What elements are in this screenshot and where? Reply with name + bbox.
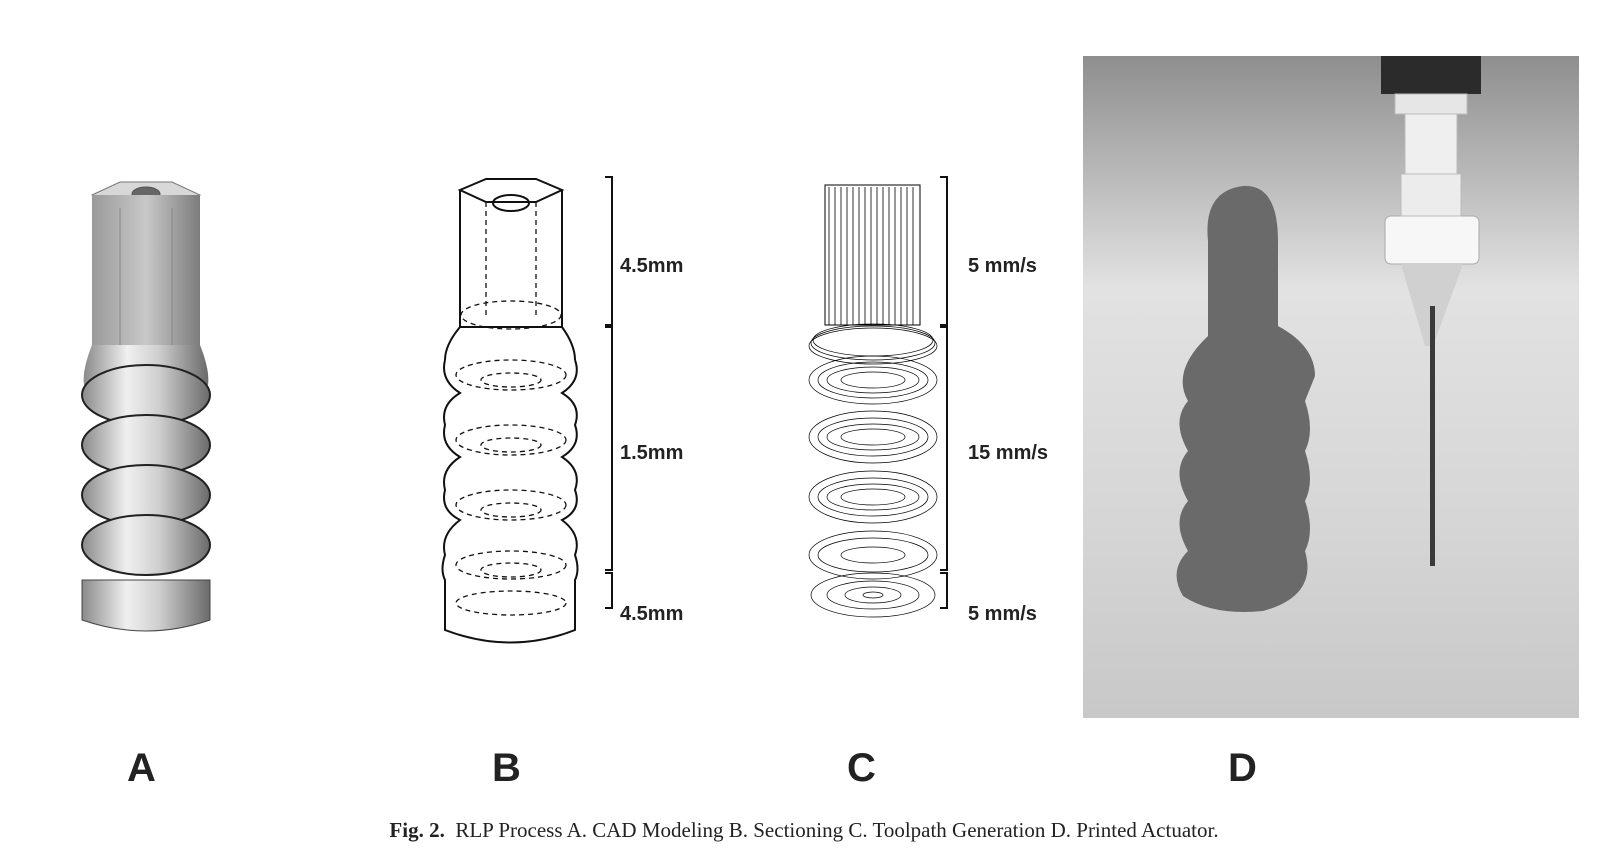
speed-top-c: 5 mm/s (968, 255, 1037, 277)
panel-label-a: A (127, 746, 156, 790)
sectioning-illustration (441, 176, 613, 644)
dimension-middle-b: 1.5mm (620, 442, 684, 464)
printed-actuator-photo (1083, 56, 1579, 718)
panel-label-d: D (1228, 746, 1257, 790)
caption-text: RLP Process A. CAD Modeling B. Sectionin… (455, 818, 1219, 842)
panel-label-b: B (492, 746, 521, 790)
cad-model-illustration (81, 181, 211, 632)
toolpath-illustration (808, 176, 948, 618)
caption-prefix: Fig. 2. (389, 818, 445, 842)
panel-label-c: C (847, 746, 876, 790)
speed-middle-c: 15 mm/s (968, 442, 1049, 464)
dimension-top-b: 4.5mm (620, 255, 684, 277)
figure-caption: Fig. 2. RLP Process A. CAD Modeling B. S… (0, 818, 1608, 843)
speed-bottom-c: 5 mm/s (968, 603, 1037, 625)
dimension-bottom-b: 4.5mm (620, 603, 684, 625)
